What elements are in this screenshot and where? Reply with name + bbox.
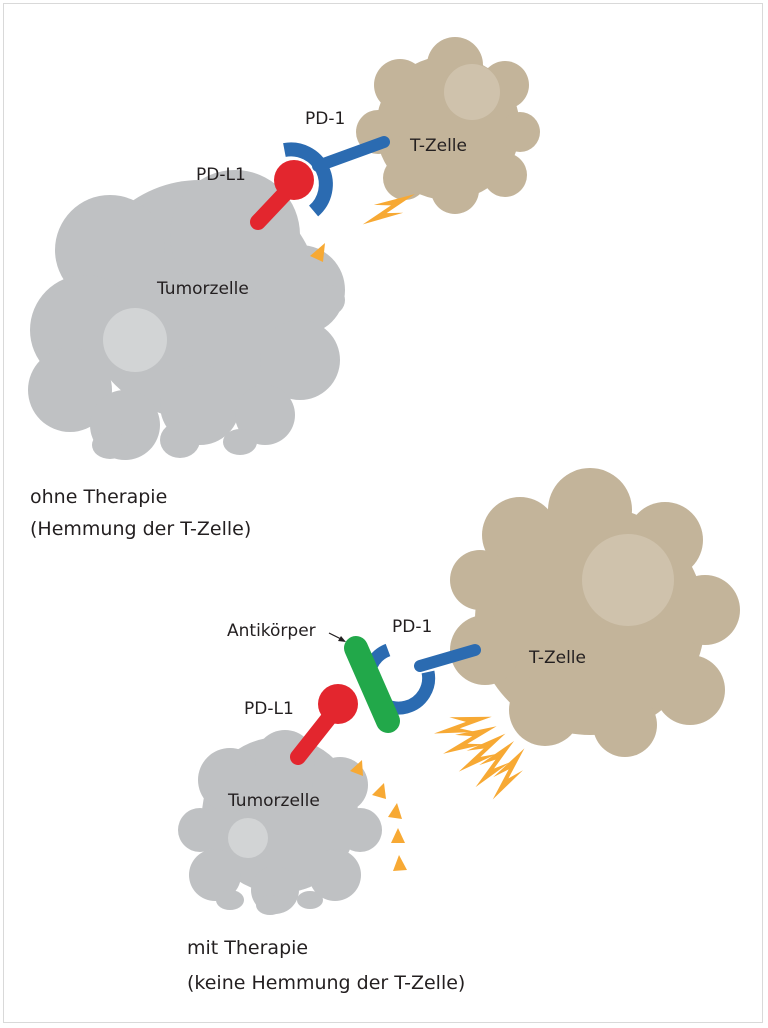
bottom-panel: Antikörper PD-1 PD-L1 T-Zelle Tumorzelle… bbox=[178, 468, 740, 994]
top-pd1-label: PD-1 bbox=[305, 109, 345, 129]
bottom-signal-bolt-1-icon bbox=[350, 703, 495, 776]
bottom-tcell-nucleus bbox=[582, 534, 674, 626]
top-pdl1-label: PD-L1 bbox=[196, 165, 246, 185]
top-tcell-nucleus bbox=[444, 64, 500, 120]
bottom-antibody-label: Antikörper bbox=[227, 621, 316, 641]
bottom-tcell-label: T-Zelle bbox=[528, 648, 586, 668]
bottom-t-cell bbox=[450, 468, 740, 757]
bottom-signal-bolt-4-icon bbox=[391, 732, 522, 843]
top-panel: PD-1 PD-L1 T-Zelle Tumorzelle ohne Thera… bbox=[28, 37, 540, 540]
top-caption-line1: ohne Therapie bbox=[30, 486, 167, 508]
bottom-signal-bolts bbox=[350, 703, 533, 871]
bottom-tumor-cell bbox=[178, 730, 382, 915]
figure-frame bbox=[3, 3, 763, 1023]
top-pd1-receptor bbox=[283, 136, 390, 217]
bottom-signal-bolt-2-icon bbox=[372, 714, 502, 799]
bottom-signal-bolt-3-icon bbox=[388, 723, 512, 819]
bottom-pd1-label: PD-1 bbox=[392, 617, 432, 637]
top-t-cell bbox=[356, 37, 540, 214]
bottom-caption-line1: mit Therapie bbox=[187, 937, 308, 959]
top-pdl1-receptor bbox=[250, 160, 314, 230]
bottom-tumor-nucleus bbox=[228, 818, 268, 858]
bottom-signal-bolt-5-icon bbox=[393, 741, 533, 871]
top-caption-line2: (Hemmung der T-Zelle) bbox=[30, 518, 251, 540]
top-tumor-cell bbox=[28, 170, 345, 460]
top-tumor-nucleus bbox=[103, 308, 167, 372]
bottom-tumor-label: Tumorzelle bbox=[227, 791, 320, 811]
bottom-pdl1-receptor bbox=[290, 684, 358, 765]
top-tumor-label: Tumorzelle bbox=[156, 279, 249, 299]
bottom-caption-line2: (keine Hemmung der T-Zelle) bbox=[187, 972, 465, 994]
bottom-pdl1-label: PD-L1 bbox=[244, 699, 294, 719]
top-tcell-label: T-Zelle bbox=[409, 136, 467, 156]
antibody-pointer-arrow-icon bbox=[328, 632, 346, 642]
bottom-antibody bbox=[344, 636, 400, 733]
top-signal-bolt-icon bbox=[310, 182, 420, 262]
